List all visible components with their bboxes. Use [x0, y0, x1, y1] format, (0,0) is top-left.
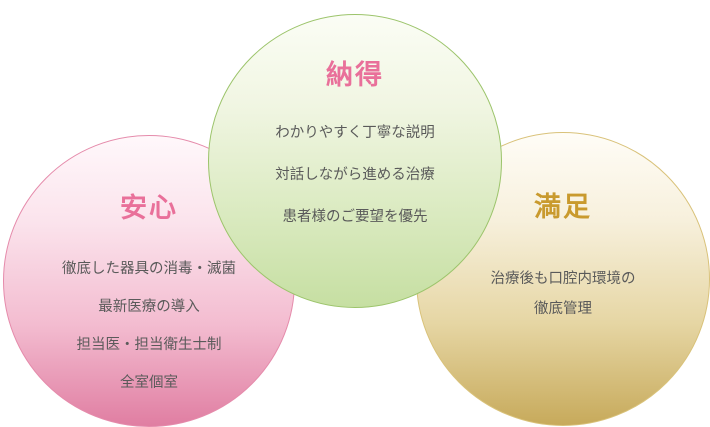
- nattoku-item: わかりやすく丁寧な説明: [275, 125, 435, 141]
- anshin-list: 徹底した器具の消毒・滅菌 最新医療の導入 担当医・担当衛生士制 全室個室: [62, 250, 236, 402]
- anshin-item: 全室個室: [120, 375, 178, 391]
- nattoku-title: 納得: [326, 60, 384, 91]
- nattoku-circle: 納得 わかりやすく丁寧な説明 対話しながら進める治療 患者様のご要望を優先: [208, 14, 502, 308]
- manzoku-item: 治療後も口腔内環境の: [490, 271, 636, 287]
- anshin-title: 安心: [120, 193, 178, 224]
- anshin-item: 最新医療の導入: [98, 299, 200, 315]
- manzoku-title: 満足: [534, 192, 592, 223]
- nattoku-item: 患者様のご要望を優先: [282, 209, 428, 225]
- anshin-item: 担当医・担当衛生士制: [76, 337, 222, 353]
- manzoku-item: 徹底管理: [534, 301, 592, 317]
- manzoku-list: 治療後も口腔内環境の 徹底管理: [491, 264, 636, 324]
- anshin-item: 徹底した器具の消毒・滅菌: [62, 261, 236, 277]
- nattoku-item: 対話しながら進める治療: [275, 167, 435, 183]
- nattoku-list: わかりやすく丁寧な説明 対話しながら進める治療 患者様のご要望を優先: [275, 112, 435, 238]
